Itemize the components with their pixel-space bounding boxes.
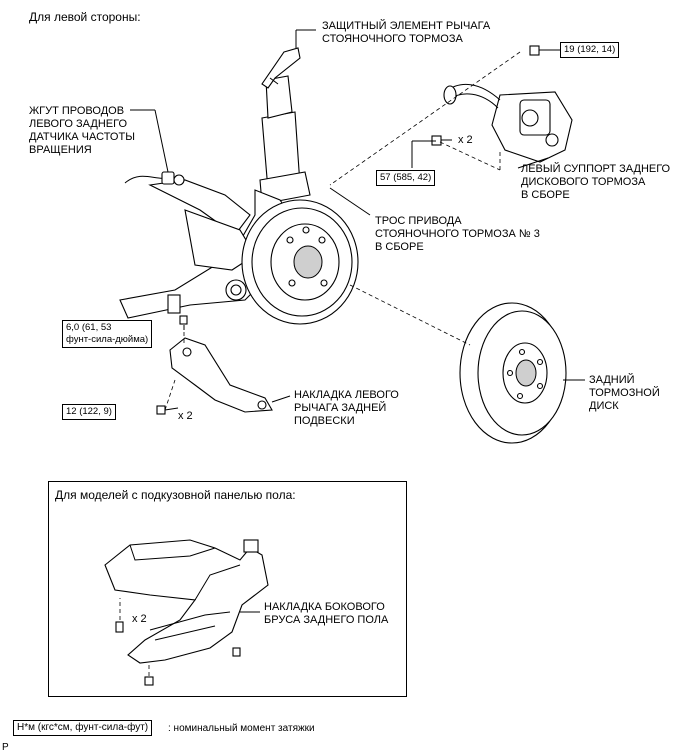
floor-cover-bolts — [115, 598, 260, 686]
label-floor-cover: НАКЛАДКА БОКОВОГО БРУСА ЗАДНЕГО ПОЛА — [264, 601, 389, 626]
multiplier-caliper-bolts: x 2 — [458, 134, 473, 146]
label-wire-harness: ЖГУТ ПРОВОДОВ ЛЕВОГО ЗАДНЕГО ДАТЧИКА ЧАС… — [29, 105, 135, 156]
inset-panel — [48, 481, 407, 697]
backing-plate-hub — [241, 199, 359, 325]
page-title: Для левой стороны: — [29, 10, 141, 24]
torque-box-57: 57 (585, 42) — [376, 170, 436, 186]
shock-absorber — [259, 75, 311, 205]
label-parking-brake-guard: ЗАЩИТНЫЙ ЭЛЕМЕНТ РЫЧАГА СТОЯНОЧНОГО ТОРМ… — [322, 20, 491, 45]
legend-box: Н*м (кгс*см, фунт-сила-фут) — [13, 720, 153, 736]
caliper-bolt-upper — [529, 45, 548, 56]
floor-cover-part — [104, 539, 269, 664]
parking-brake-guard-part — [261, 47, 301, 89]
label-caliper: ЛЕВЫЙ СУППОРТ ЗАДНЕГО ДИСКОВОГО ТОРМОЗА … — [521, 163, 671, 201]
alignment-lines — [164, 51, 521, 411]
label-rear-disc: ЗАДНИЙ ТОРМОЗНОЙ ДИСК — [589, 374, 660, 412]
torque-box-12: 12 (122, 9) — [62, 404, 116, 420]
multiplier-floor-cover-bolts: x 2 — [132, 613, 147, 625]
footer-mark: P — [2, 742, 9, 753]
inset-title: Для моделей с подкузовной панелью пола: — [55, 488, 296, 502]
arm-cover-bolts — [156, 315, 188, 415]
caliper-part — [443, 83, 573, 163]
label-parking-cable: ТРОС ПРИВОДА СТОЯНОЧНОГО ТОРМОЗА № 3 В С… — [375, 215, 540, 253]
brake-disc-part — [459, 302, 567, 444]
torque-box-6: 6,0 (61, 53 фунт-сила-дюйма) — [62, 320, 153, 348]
legend-text: : номинальный момент затяжки — [168, 723, 315, 734]
label-arm-cover: НАКЛАДКА ЛЕВОГО РЫЧАГА ЗАДНЕЙ ПОДВЕСКИ — [294, 389, 399, 427]
wire-harness-part — [124, 171, 185, 186]
torque-box-19: 19 (192, 14) — [560, 42, 620, 58]
multiplier-arm-cover-bolts: x 2 — [178, 410, 193, 422]
arm-cover-part — [169, 337, 273, 413]
